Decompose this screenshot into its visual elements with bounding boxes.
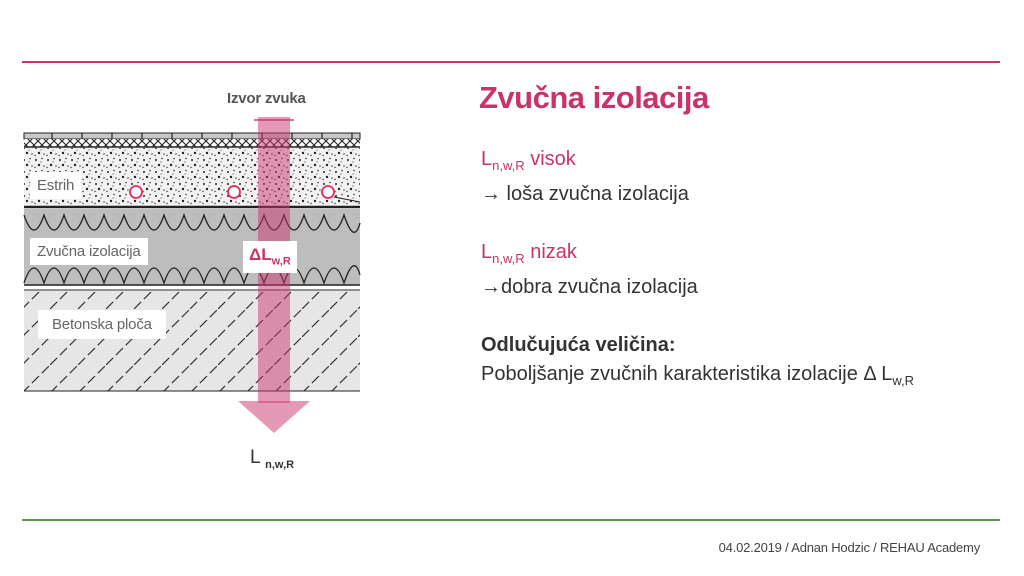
sound-source-label: Izvor zvuka [227,90,306,107]
screed-layer-label: Estrih [30,172,82,199]
low-level-line: Ln,w,R nizak [481,241,577,266]
footer-credit: 04.02.2019 / Adnan Hodzic / REHAU Academ… [718,540,981,555]
arrow-right-icon: → [481,276,501,298]
poor-insulation-line: → loša zvučna izolacija [481,183,689,205]
decisive-quantity-text: Poboljšanje zvučnih karakteristika izola… [481,363,915,388]
concrete-slab-layer-label: Betonska ploča [38,310,166,339]
decisive-quantity-heading: Odlučujuća veličina: [481,334,676,356]
sound-insulation-layer-label: Zvučna izolacija [30,238,148,265]
slide-title: Zvučna izolacija [479,80,709,115]
floor-layers-illustration [23,117,361,433]
delta-lwr-label: ΔLw,R [243,241,297,274]
explanation-text: Ln,w,R visok → loša zvučna izolacija Ln,… [481,145,1001,395]
impact-sound-level-label: L n,w,R [250,447,295,471]
high-level-line: Ln,w,R visok [481,148,576,173]
floor-construction-diagram: Izvor zvuka Estrih Zvučna izolacija Beto… [22,85,362,475]
bottom-divider [22,519,1000,521]
top-divider [22,61,1000,63]
arrow-right-icon: → [481,183,501,205]
good-insulation-line: →dobra zvučna izolacija [481,276,698,298]
